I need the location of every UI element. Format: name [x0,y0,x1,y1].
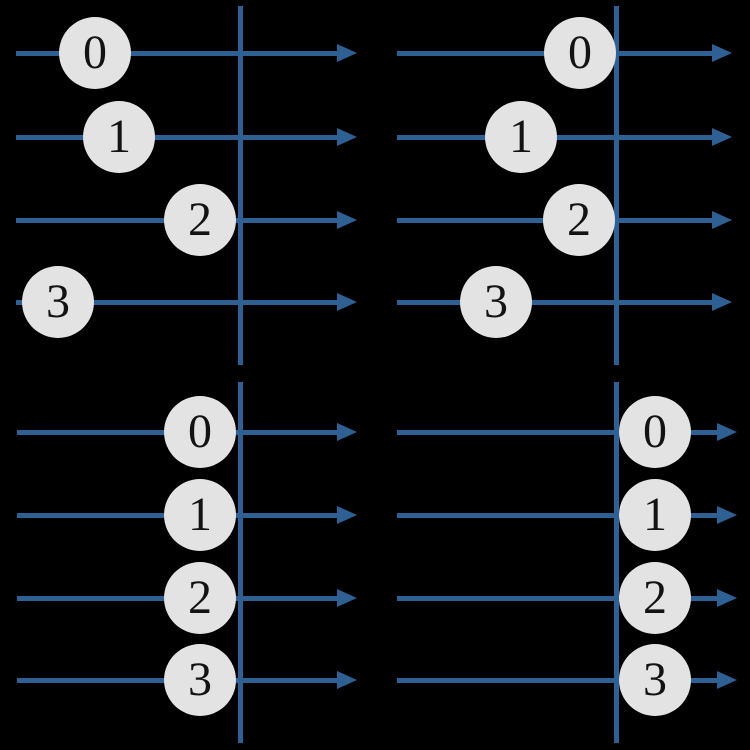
process-circle: 0 [544,17,616,89]
barrier-line-top-left [238,6,243,365]
arrowhead-icon [337,211,357,229]
process-timeline [397,678,721,683]
arrowhead-icon [712,44,732,62]
arrowhead-icon [337,671,357,689]
process-circle: 3 [22,266,94,338]
arrowhead-icon [717,589,737,607]
process-circle: 1 [485,101,557,173]
process-circle: 3 [164,644,236,716]
process-timeline [16,300,341,305]
process-timeline [397,596,721,601]
process-circle: 1 [619,479,691,551]
arrowhead-icon [712,211,732,229]
barrier-line-top-right [614,6,619,365]
process-circle: 0 [164,396,236,468]
barrier-line-bottom-right [614,382,619,743]
arrowhead-icon [717,423,737,441]
arrowhead-icon [337,506,357,524]
arrowhead-icon [712,293,732,311]
arrowhead-icon [717,506,737,524]
arrowhead-icon [337,128,357,146]
barrier-line-bottom-left [238,382,243,743]
process-circle: 1 [164,479,236,551]
process-timeline [397,513,721,518]
process-timeline [397,300,716,305]
process-circle: 2 [619,562,691,634]
arrowhead-icon [337,44,357,62]
process-timeline [397,430,721,435]
arrowhead-icon [337,293,357,311]
process-timeline [16,51,341,56]
process-circle: 2 [164,562,236,634]
process-circle: 1 [83,101,155,173]
process-circle: 2 [543,184,615,256]
arrowhead-icon [337,589,357,607]
arrowhead-icon [717,671,737,689]
process-circle: 3 [460,266,532,338]
process-timeline [16,135,341,140]
arrowhead-icon [712,128,732,146]
process-circle: 0 [619,396,691,468]
arrowhead-icon [337,423,357,441]
process-circle: 2 [164,184,236,256]
process-circle: 0 [59,17,131,89]
process-circle: 3 [619,644,691,716]
